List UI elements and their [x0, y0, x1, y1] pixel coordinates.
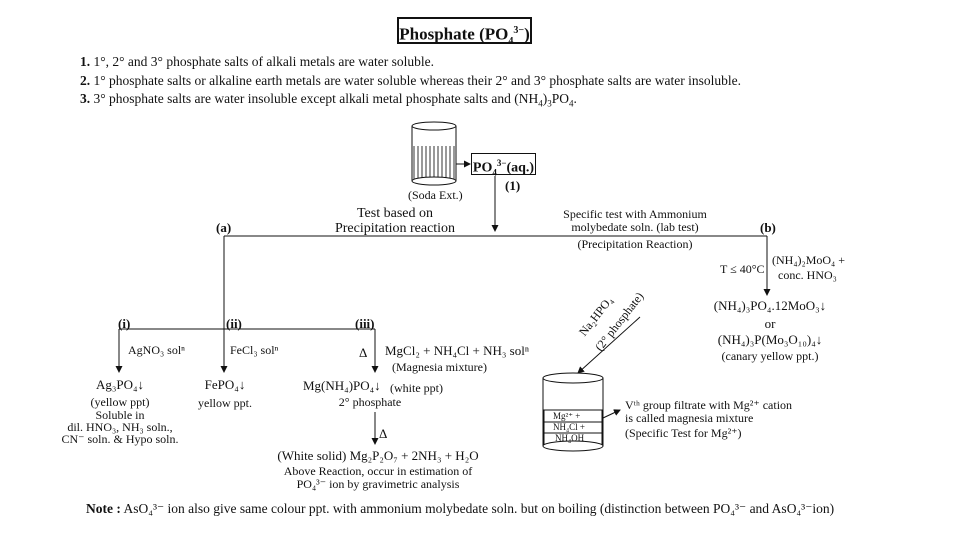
product-note: (canary yellow ppt.)	[721, 349, 819, 363]
title-text: Phosphate (PO	[399, 24, 509, 44]
condition-label: T ≤ 40°C	[720, 262, 765, 276]
beaker-layer-label: NH₄OH	[555, 433, 585, 443]
branch-a-label: (a)	[216, 220, 232, 235]
branch-b-heading: Specific test with Ammonium	[563, 207, 707, 221]
final-product: (White solid) Mg₂P₂O₇ + 2NH₃ + H₂O	[277, 448, 479, 463]
reagent-label: FeCl₃ solⁿ	[230, 343, 279, 357]
reagent-note: (Magnesia mixture)	[392, 360, 487, 374]
reagent-label: (NH₄)₂MoO₄ +	[772, 253, 845, 267]
beaker-layer-label: Mg²⁺ +	[553, 411, 581, 421]
beaker-layer-label: NH₄Cl +	[553, 422, 585, 432]
rule-3-sub: 4	[538, 98, 543, 109]
branch-a-heading: Test based on	[356, 206, 433, 221]
solubility-note: dil. HNO₃, NH₃ soln.,	[67, 420, 173, 434]
rule-3-sub: 3	[547, 98, 552, 109]
rule-2-text: 1° phosphate salts or alkaline earth met…	[93, 73, 742, 88]
final-note: PO₄³⁻ ion by gravimetric analysis	[296, 477, 460, 491]
page-title: Phosphate (PO43−)	[397, 17, 532, 48]
product-note: (white ppt)	[390, 381, 443, 395]
title-sup: 3−	[513, 25, 525, 36]
title-sub: 4	[508, 36, 514, 48]
rule-1: 1. 1°, 2° and 3° phosphate salts of alka…	[80, 54, 434, 70]
rule-3-text: PO	[551, 91, 570, 106]
rule-3: 3. 3° phosphate salts are water insolubl…	[80, 91, 577, 109]
branch-a-heading: Precipitation reaction	[334, 221, 456, 236]
delta-label: Δ	[379, 426, 388, 441]
rule-2-num: 2.	[80, 73, 91, 88]
sub-i-label: (i)	[118, 316, 131, 331]
rule-3-text: )	[542, 91, 548, 106]
footer-note: Note : AsO₄³⁻ ion also give same colour …	[86, 501, 834, 517]
reagent-label: AgNO₃ solⁿ	[128, 343, 185, 357]
product-note: yellow ppt.	[198, 396, 252, 410]
sub-iii-label: (iii)	[355, 316, 375, 331]
product-note: (yellow ppt)	[90, 395, 150, 409]
product-note: 2° phosphate	[338, 395, 402, 409]
rule-3-text: 3° phosphate salts are water insoluble e…	[93, 91, 539, 106]
note-text: AsO₄³⁻ ion also give same colour ppt. wi…	[123, 501, 835, 516]
reagent-label: MgCl₂ + NH₄Cl + NH₃ solⁿ	[385, 343, 529, 358]
rule-3-num: 3.	[80, 91, 91, 106]
branch-b-heading: molybedate soln. (lab test)	[571, 220, 699, 234]
solubility-note: CN⁻ soln. & Hypo soln.	[61, 432, 179, 446]
rule-3-text: .	[573, 91, 577, 106]
note-label: Note :	[86, 501, 121, 516]
arrow	[602, 409, 621, 419]
rule-1-num: 1.	[80, 54, 91, 69]
rule-1-text: 1°, 2° and 3° phosphate salts of alkali …	[93, 54, 434, 69]
magnesia-description: is called magnesia mixture	[625, 411, 754, 425]
sub-ii-label: (ii)	[226, 316, 242, 331]
step-label: (1)	[505, 178, 521, 193]
title-close: )	[524, 24, 530, 44]
rule-3-sub: 4	[569, 98, 574, 109]
rule-2: 2. 1° phosphate salts or alkaline earth …	[80, 73, 741, 89]
branch-b-label: (b)	[760, 220, 776, 235]
ion-sup: 3−	[496, 158, 507, 168]
solubility-note: Soluble in	[95, 408, 145, 422]
magnesia-beaker-icon	[542, 372, 604, 452]
or-label: or	[764, 316, 776, 331]
product-label: Ag₃PO₄↓	[95, 377, 145, 392]
product-label: (NH₄)₃P(Mo₃O₁₀)₄↓	[717, 332, 823, 347]
beaker-icon	[411, 121, 457, 186]
product-label: Mg(NH₄)PO₄↓	[303, 378, 381, 393]
product-label: FePO₄↓	[204, 377, 246, 392]
delta-label: Δ	[359, 345, 368, 360]
source-ion-box: PO43−(aq.)	[471, 153, 536, 178]
product-label: (NH₄)₃PO₄.12MoO₃↓	[713, 298, 827, 313]
reagent-label: conc. HNO₃	[778, 268, 837, 282]
branch-b-heading: (Precipitation Reaction)	[577, 237, 693, 251]
magnesia-description: (Specific Test for Mg²⁺)	[625, 426, 742, 440]
final-note: Above Reaction, occur in estimation of	[283, 464, 473, 478]
ion-rest: (aq.)	[506, 160, 535, 176]
arrow	[577, 316, 641, 374]
beaker-label: (Soda Ext.)	[408, 188, 463, 202]
ion-sub: 4	[492, 167, 497, 178]
magnesia-description: Vᵗʰ group filtrate with Mg²⁺ cation	[625, 398, 793, 412]
ion-text: PO	[472, 160, 493, 176]
